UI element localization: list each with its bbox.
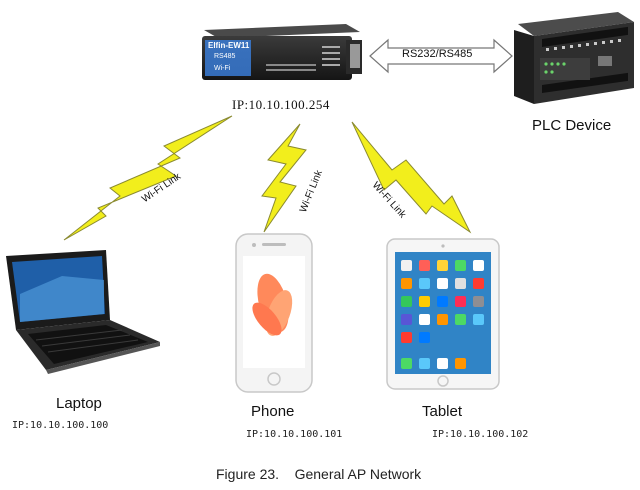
phone-device	[235, 233, 313, 393]
wifi-link-left-bolt	[64, 116, 232, 240]
phone-label: Phone	[251, 403, 294, 420]
laptop-icon	[2, 246, 162, 374]
tablet-ip: IP:10.10.100.102	[432, 429, 528, 440]
figure-caption: Figure 23. General AP Network	[216, 466, 421, 482]
phone-icon	[235, 233, 313, 393]
laptop-label: Laptop	[56, 395, 102, 412]
wifi-link-right-bolt	[352, 122, 470, 232]
tablet-device	[386, 238, 500, 390]
phone-ip: IP:10.10.100.101	[246, 429, 342, 440]
wifi-link-center-bolt	[262, 124, 306, 232]
tablet-icon	[386, 238, 500, 390]
laptop-ip: IP:10.10.100.100	[12, 420, 108, 431]
tablet-label: Tablet	[422, 403, 462, 420]
laptop-device	[2, 246, 162, 374]
